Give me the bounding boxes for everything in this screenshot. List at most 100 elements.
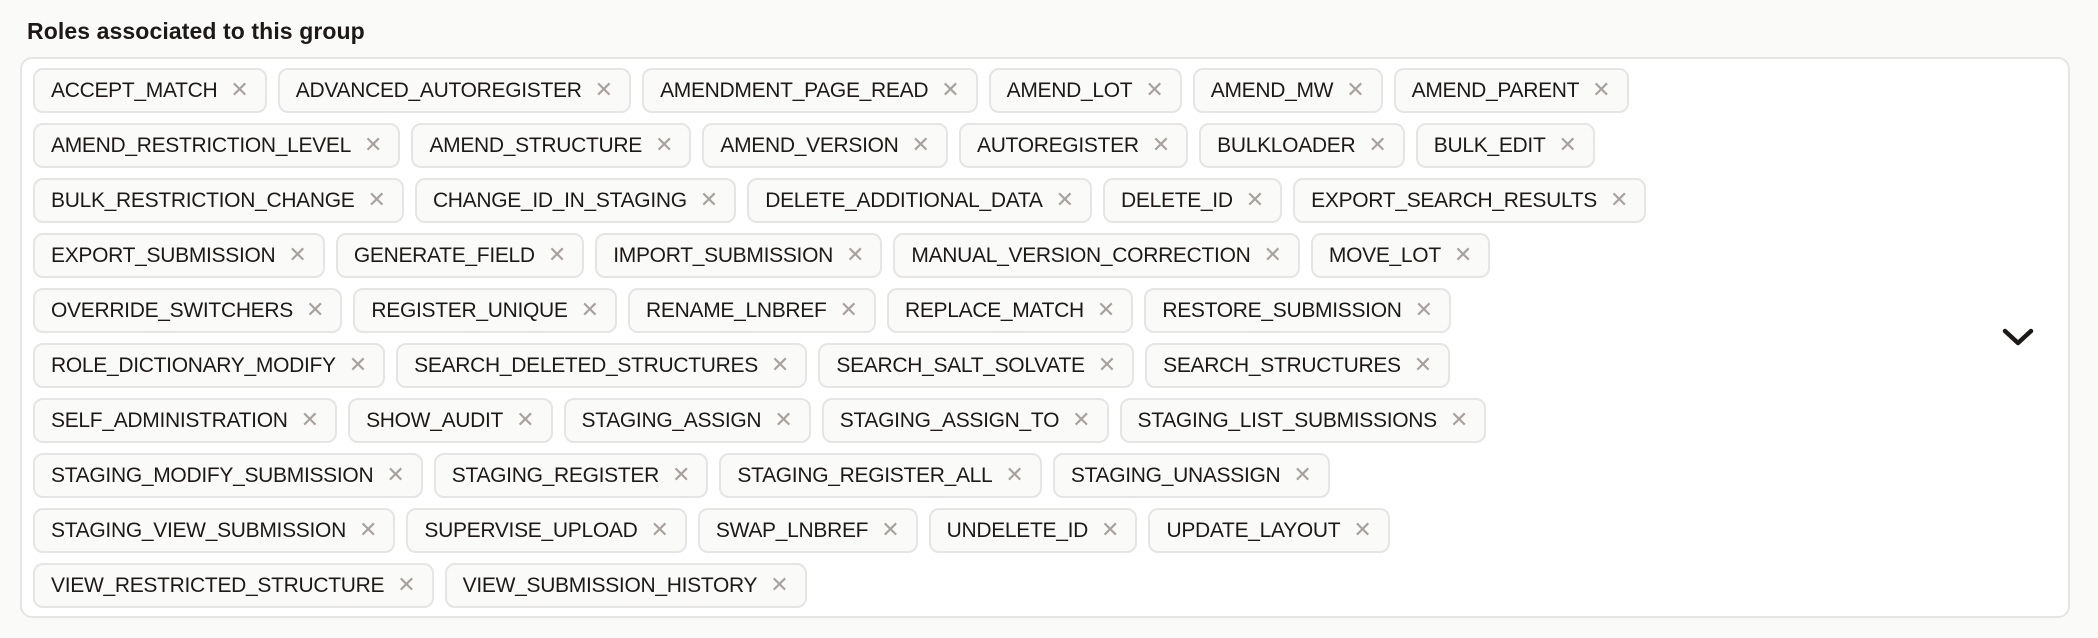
remove-tag-icon[interactable]: ✕ [516, 407, 535, 433]
remove-tag-icon[interactable]: ✕ [1245, 187, 1265, 213]
role-tag: STAGING_UNASSIGN✕ [1052, 453, 1330, 498]
remove-tag-icon[interactable]: ✕ [1413, 352, 1433, 378]
remove-tag-icon[interactable]: ✕ [1558, 132, 1577, 158]
role-tag-label: SEARCH_DELETED_STRUCTURES [414, 353, 758, 377]
role-tag: ACCEPT_MATCH✕ [33, 68, 267, 113]
tag-row: BULK_RESTRICTION_CHANGE✕CHANGE_ID_IN_STA… [33, 178, 1968, 223]
remove-tag-icon[interactable]: ✕ [358, 517, 378, 543]
tag-row: AMEND_RESTRICTION_LEVEL✕ AMEND_STRUCTURE ✕… [33, 123, 1968, 168]
role-tag: SEARCH_STRUCTURES ✕ [1145, 343, 1451, 388]
role-tag: SHOW_AUDIT✕ [348, 398, 553, 443]
remove-tag-icon[interactable]: ✕ [1449, 407, 1469, 433]
remove-tag-icon[interactable]: ✕ [1072, 407, 1091, 433]
role-tag: STAGING_ASSIGN_TO ✕ [821, 398, 1109, 443]
remove-tag-icon[interactable]: ✕ [305, 297, 325, 323]
role-tag-label: ADVANCED_AUTOREGISTER [295, 78, 582, 102]
role-tag-label: VIEW_RESTRICTED_STRUCTURE [51, 573, 385, 597]
role-tag: SEARCH_SALT_SOLVATE✕ [818, 343, 1135, 388]
role-tag: BULK_RESTRICTION_CHANGE ✕ [33, 178, 404, 223]
role-tag: AMENDMENT_PAGE_READ✕ [642, 68, 978, 113]
remove-tag-icon[interactable]: ✕ [941, 77, 960, 103]
remove-tag-icon[interactable]: ✕ [1096, 297, 1116, 323]
role-tag-label: EXPORT_SEARCH_RESULTS [1311, 188, 1598, 212]
role-tag: VIEW_RESTRICTED_STRUCTURE ✕ [33, 563, 434, 608]
remove-tag-icon[interactable]: ✕ [911, 132, 930, 158]
remove-tag-icon[interactable]: ✕ [881, 517, 900, 543]
role-tag-label: DELETE_ADDITIONAL_DATA [765, 188, 1043, 212]
remove-tag-icon[interactable]: ✕ [1353, 517, 1372, 543]
remove-tag-icon[interactable]: ✕ [699, 187, 719, 213]
role-tag-label: AMEND_STRUCTURE [429, 133, 642, 157]
remove-tag-icon[interactable]: ✕ [1293, 462, 1312, 488]
remove-tag-icon[interactable]: ✕ [1610, 187, 1629, 213]
role-tag-label: REPLACE_MATCH [904, 298, 1084, 322]
remove-tag-icon[interactable]: ✕ [671, 462, 691, 488]
tag-row: ROLE_DICTIONARY_MODIFY✕SEARCH_DELETED_ST… [33, 343, 1968, 388]
remove-tag-icon[interactable]: ✕ [594, 77, 614, 103]
remove-tag-icon[interactable]: ✕ [770, 352, 790, 378]
remove-tag-icon[interactable]: ✕ [1097, 352, 1117, 378]
role-tag: AMEND_STRUCTURE ✕ [411, 123, 692, 168]
remove-tag-icon[interactable]: ✕ [1592, 77, 1611, 103]
remove-tag-icon[interactable]: ✕ [1453, 242, 1473, 268]
remove-tag-icon[interactable]: ✕ [1145, 77, 1164, 103]
role-tag: STAGING_VIEW_SUBMISSION✕ [33, 508, 396, 553]
role-tag: VIEW_SUBMISSION_HISTORY✕ [444, 563, 807, 608]
remove-tag-icon[interactable]: ✕ [1101, 517, 1120, 543]
role-tag-label: AMEND_PARENT [1411, 78, 1580, 102]
role-tag: SEARCH_DELETED_STRUCTURES ✕ [396, 343, 808, 388]
remove-tag-icon[interactable]: ✕ [1055, 187, 1075, 213]
role-tag: STAGING_REGISTER✕ [433, 453, 709, 498]
remove-tag-icon[interactable]: ✕ [654, 132, 674, 158]
role-tag-label: RESTORE_SUBMISSION [1162, 298, 1402, 322]
role-tag: BULKLOADER✕ [1199, 123, 1405, 168]
remove-tag-icon[interactable]: ✕ [774, 407, 793, 433]
role-tag-label: STAGING_REGISTER_ALL [737, 463, 993, 487]
remove-tag-icon[interactable]: ✕ [1263, 242, 1282, 268]
role-tag: AMEND_RESTRICTION_LEVEL✕ [33, 123, 401, 168]
remove-tag-icon[interactable]: ✕ [547, 242, 567, 268]
role-tag: MOVE_LOT✕ [1310, 233, 1491, 278]
role-tag: RESTORE_SUBMISSION ✕ [1144, 288, 1452, 333]
remove-tag-icon[interactable]: ✕ [1368, 132, 1387, 158]
role-tag: EXPORT_SEARCH_RESULTS ✕ [1293, 178, 1647, 223]
remove-tag-icon[interactable]: ✕ [300, 407, 320, 433]
role-tag-label: BULK_EDIT [1433, 133, 1546, 157]
role-tag: REPLACE_MATCH ✕ [886, 288, 1134, 333]
role-tag-label: BULK_RESTRICTION_CHANGE [51, 188, 355, 212]
role-tag-label: SEARCH_STRUCTURES [1163, 353, 1401, 377]
remove-tag-icon[interactable]: ✕ [845, 242, 865, 268]
remove-tag-icon[interactable]: ✕ [230, 77, 249, 103]
tag-row: ACCEPT_MATCH✕ADVANCED_AUTOREGISTER✕AMEND… [33, 68, 1968, 113]
role-tag: CHANGE_ID_IN_STAGING ✕ [414, 178, 737, 223]
remove-tag-icon[interactable]: ✕ [288, 242, 307, 268]
remove-tag-icon[interactable]: ✕ [386, 462, 405, 488]
remove-tag-icon[interactable]: ✕ [364, 132, 383, 158]
role-tag: SWAP_LNBREF✕ [697, 508, 918, 553]
role-tag: GENERATE_FIELD✕ [335, 233, 585, 278]
remove-tag-icon[interactable]: ✕ [650, 517, 669, 543]
role-tag-label: AMEND_MW [1210, 78, 1334, 102]
role-tag: ADVANCED_AUTOREGISTER ✕ [277, 68, 632, 113]
role-tag: DELETE_ADDITIONAL_DATA ✕ [747, 178, 1093, 223]
role-tag: OVERRIDE_SWITCHERS✕ [33, 288, 343, 333]
remove-tag-icon[interactable]: ✕ [1005, 462, 1024, 488]
remove-tag-icon[interactable]: ✕ [770, 572, 789, 598]
role-tag: UPDATE_LAYOUT✕ [1148, 508, 1390, 553]
chevron-down-icon[interactable] [2002, 328, 2034, 348]
tag-row: STAGING_VIEW_SUBMISSION✕SUPERVISE_UPLOAD… [33, 508, 1968, 553]
remove-tag-icon[interactable]: ✕ [580, 297, 600, 323]
remove-tag-icon[interactable]: ✕ [1346, 77, 1365, 103]
role-tag-label: CHANGE_ID_IN_STAGING [432, 188, 687, 212]
remove-tag-icon[interactable]: ✕ [367, 187, 386, 213]
role-tag: AMEND_LOT✕ [988, 68, 1182, 113]
remove-tag-icon[interactable]: ✕ [348, 352, 368, 378]
role-tag: AMEND_VERSION✕ [702, 123, 948, 168]
remove-tag-icon[interactable]: ✕ [839, 297, 858, 323]
roles-multiselect[interactable]: ACCEPT_MATCH✕ADVANCED_AUTOREGISTER✕AMEND… [20, 57, 2070, 618]
role-tag: STAGING_REGISTER_ALL ✕ [719, 453, 1042, 498]
remove-tag-icon[interactable]: ✕ [397, 572, 416, 598]
remove-tag-icon[interactable]: ✕ [1151, 132, 1171, 158]
remove-tag-icon[interactable]: ✕ [1414, 297, 1434, 323]
role-tag-label: STAGING_ASSIGN_TO [839, 408, 1060, 432]
